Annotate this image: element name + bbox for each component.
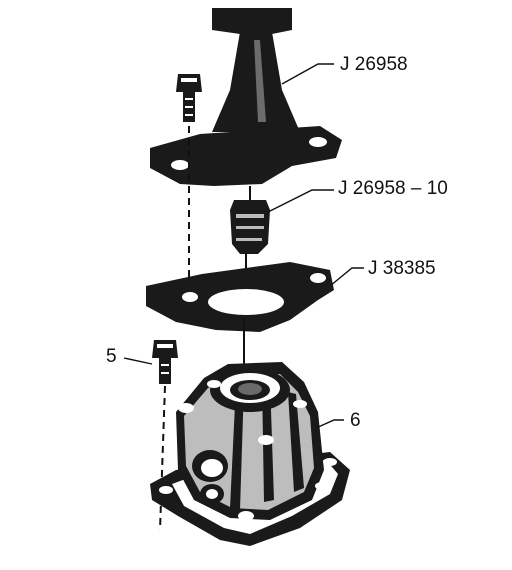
label-tool-adapter: J 26958 – 10 <box>338 178 448 199</box>
label-tool-main: J 26958 <box>340 54 408 75</box>
adapter <box>230 200 270 254</box>
leader-tool-main <box>281 63 334 85</box>
leader-tool-plate <box>329 267 364 287</box>
adapter-plate <box>146 262 334 332</box>
bolt-5 <box>152 340 178 384</box>
leader-bolt <box>123 357 153 365</box>
alignment-line-bolt <box>159 385 166 531</box>
installer-tool <box>150 8 342 186</box>
leader-tool-adapter <box>267 189 334 213</box>
label-housing: 6 <box>350 410 361 431</box>
upper-bolt <box>176 74 202 122</box>
label-tool-plate: J 38385 <box>368 258 436 279</box>
leader-housing <box>315 419 344 429</box>
label-bolt: 5 <box>106 346 117 367</box>
transfer-case-housing <box>150 362 350 546</box>
